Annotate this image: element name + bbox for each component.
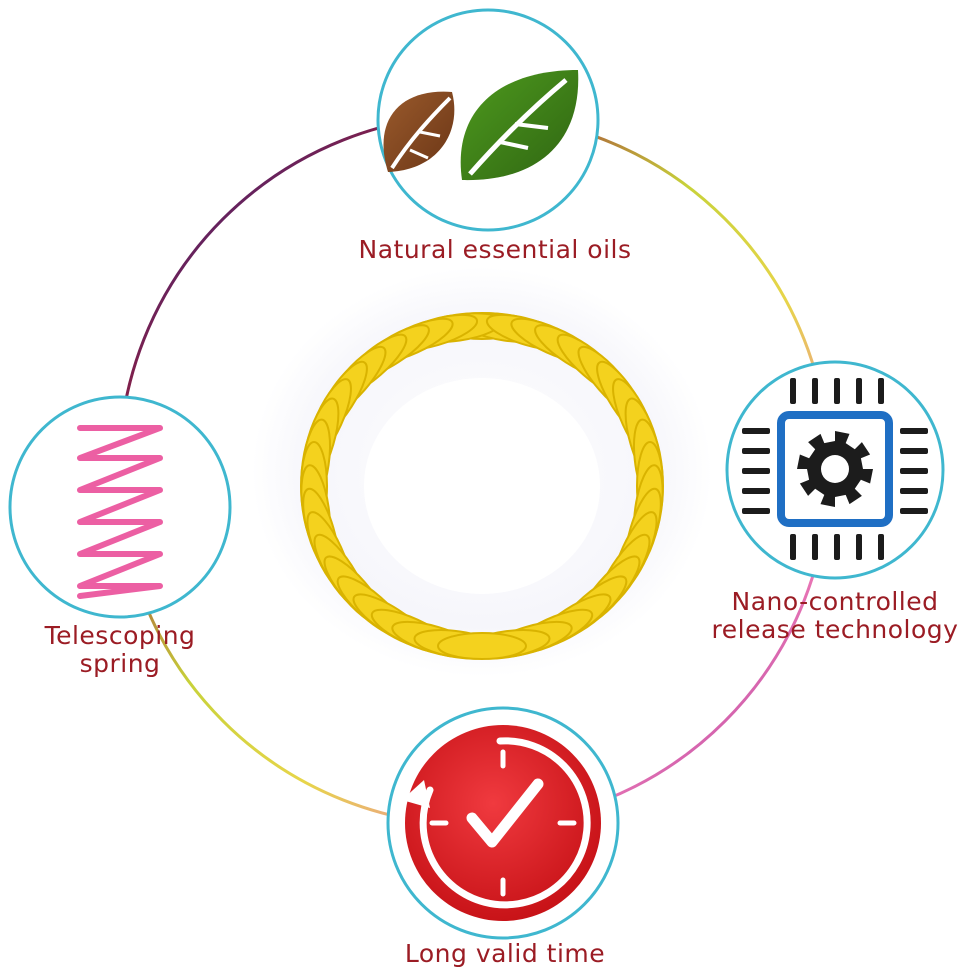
bracelet-coil [437,632,527,660]
label-spring-line2: spring [79,649,161,678]
chip-gear-icon [742,378,928,560]
feature-circle-time [386,706,620,940]
bracelet-hole [364,378,600,594]
feature-circle-nano [725,360,945,580]
label-nano-controlled: Nano-controlled release technology [690,588,980,644]
label-telescoping-spring: Telescoping spring [10,622,230,678]
label-natural-essential-oils: Natural essential oils [358,235,632,264]
label-long-valid-time: Long valid time [404,939,606,968]
gear-hub [821,455,849,483]
label-spring-line1: Telescoping [44,621,196,650]
label-nano-line2: release technology [711,615,959,644]
clock-check-icon [402,725,601,921]
label-nano-line1: Nano-controlled [731,587,939,616]
feature-circle-spring [8,395,232,619]
spring-icon [77,425,163,599]
bracelet-image [300,312,664,660]
feature-circle-oils [376,8,600,232]
leaves-icon [383,70,579,181]
